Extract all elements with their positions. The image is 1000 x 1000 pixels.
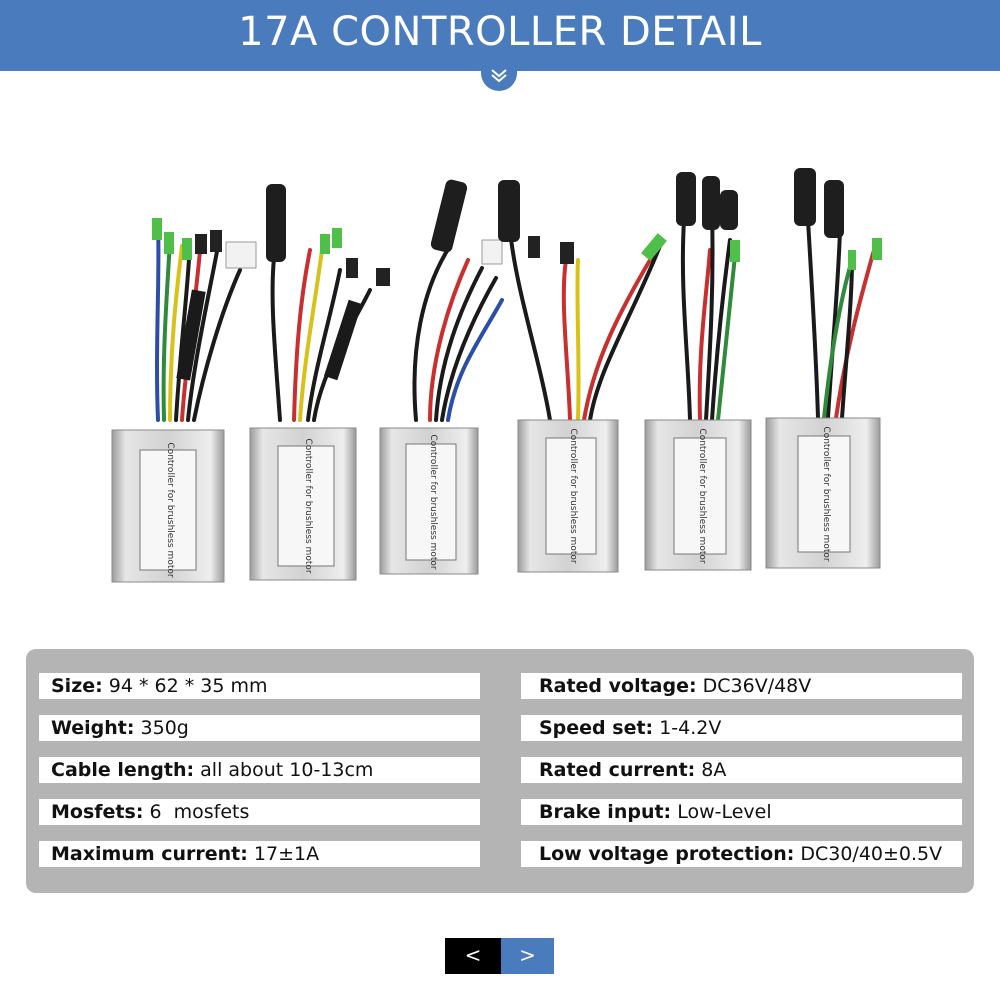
spec-label: Rated voltage: xyxy=(539,675,697,697)
controller-1 xyxy=(111,218,257,583)
spec-value: DC36V/48V xyxy=(696,675,812,697)
spec-label: Brake input: xyxy=(539,801,672,823)
pager: < > xyxy=(445,938,554,974)
spec-label: Cable length: xyxy=(51,759,195,781)
spec-value: DC30/40±0.5V xyxy=(794,843,943,865)
page-title: 17A CONTROLLER DETAIL xyxy=(238,9,762,55)
next-button[interactable]: > xyxy=(501,938,554,974)
controller-3 xyxy=(379,179,504,575)
spec-label: Weight: xyxy=(51,717,135,739)
spec-label: Rated current: xyxy=(539,759,696,781)
controller-5 xyxy=(644,172,752,571)
spec-row-low-voltage-protection: Low voltage protection: DC30/40±0.5V xyxy=(521,841,962,867)
spec-row-brake-input: Brake input: Low-Level xyxy=(521,799,962,825)
spec-value: 1-4.2V xyxy=(653,717,722,739)
spec-row-weight: Weight: 350g xyxy=(39,715,480,741)
prev-button[interactable]: < xyxy=(445,938,501,974)
spec-row-mosfets: Mosfets: 6 mosfets xyxy=(39,799,480,825)
controller-2 xyxy=(249,184,390,581)
spec-label: Mosfets: xyxy=(51,801,144,823)
spec-label: Size: xyxy=(51,675,103,697)
product-photo: Controller for brushless motor Controller… xyxy=(111,168,882,583)
spec-row-rated-voltage: Rated voltage: DC36V/48V xyxy=(521,673,962,699)
spec-row-rated-current: Rated current: 8A xyxy=(521,757,962,783)
controller-label-text: Controller for brushless motor xyxy=(568,428,578,563)
controller-label-text: Controller for brushless motor xyxy=(303,438,313,573)
specs-panel: Size: 94 * 62 * 35 mm Weight: 350g Cable… xyxy=(26,649,974,893)
controller-label-text: Controller for brushless motor xyxy=(165,442,175,577)
controller-label-text: Controller for brushless motor xyxy=(821,426,831,561)
spec-value: 8A xyxy=(695,759,727,781)
double-chevron-down-icon xyxy=(491,69,507,83)
controller-label-text: Controller for brushless motor xyxy=(697,428,707,563)
controller-label-text: Controller for brushless motor xyxy=(428,434,438,569)
page-header: 17A CONTROLLER DETAIL xyxy=(0,0,1000,71)
spec-row-cable-length: Cable length: all about 10-13cm xyxy=(39,757,480,783)
scroll-down-badge[interactable] xyxy=(481,61,517,91)
spec-row-max-current: Maximum current: 17±1A xyxy=(39,841,480,867)
spec-value: 94 * 62 * 35 mm xyxy=(102,675,268,697)
spec-label: Maximum current: xyxy=(51,843,248,865)
spec-value: 17±1A xyxy=(247,843,320,865)
controller-6 xyxy=(765,168,882,569)
spec-value: Low-Level xyxy=(671,801,772,823)
controller-4 xyxy=(498,180,667,573)
spec-value: all about 10-13cm xyxy=(194,759,374,781)
spec-label: Speed set: xyxy=(539,717,654,739)
spec-row-size: Size: 94 * 62 * 35 mm xyxy=(39,673,480,699)
spec-row-speed-set: Speed set: 1-4.2V xyxy=(521,715,962,741)
spec-label: Low voltage protection: xyxy=(539,843,795,865)
spec-value: 350g xyxy=(134,717,189,739)
spec-value: 6 mosfets xyxy=(143,801,250,823)
